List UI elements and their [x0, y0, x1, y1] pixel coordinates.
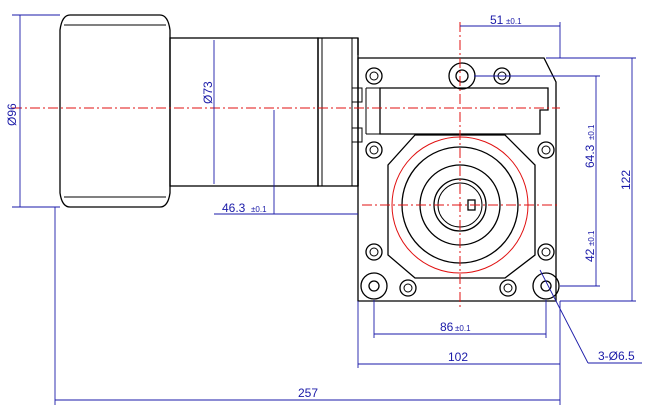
- height-total-label: 122: [619, 170, 633, 190]
- output-housing: [387, 134, 536, 279]
- overall-length-label: 257: [298, 386, 318, 400]
- dim-top-offset: 51 ±0.1: [460, 13, 561, 58]
- vertical-upper-tolerance: ±0.1: [587, 124, 596, 140]
- dim-vertical-lower: 42 ±0.1: [560, 205, 600, 287]
- dim-offset: 46.3 ±0.1: [214, 110, 358, 215]
- gearbox-width-label: 102: [448, 350, 468, 364]
- dim-gearbox-width: 102: [357, 301, 561, 368]
- dim-overall-length: 257: [54, 207, 561, 405]
- gearbox-body: [357, 57, 557, 302]
- motor-housing: [169, 37, 363, 187]
- offset-label: 46.3: [222, 201, 246, 215]
- dim-shaft-housing-diameter: Ø73: [201, 40, 215, 184]
- center-lines: [12, 22, 560, 310]
- dim-vertical-upper: 64.3 ±0.1: [474, 75, 600, 205]
- dim-motor-diameter: Ø96: [5, 14, 60, 208]
- dim-hole-spacing: 86 ±0.1: [373, 300, 547, 338]
- vertical-upper-label: 64.3: [583, 144, 597, 168]
- dim-height-total: 122: [546, 57, 636, 302]
- vertical-lower-label: 42: [583, 248, 597, 262]
- motor-body: [59, 14, 171, 208]
- vertical-lower-tolerance: ±0.1: [587, 230, 596, 246]
- hole-spacing-tolerance: ±0.1: [455, 324, 471, 333]
- top-offset-tolerance: ±0.1: [506, 17, 522, 26]
- holes-note-leader: 3-Ø6.5: [539, 269, 642, 364]
- hole-spacing-label: 86: [440, 320, 454, 334]
- shaft-housing-diameter-label: Ø73: [201, 81, 215, 104]
- offset-tolerance: ±0.1: [251, 205, 267, 214]
- motor-diameter-label: Ø96: [5, 103, 19, 126]
- top-offset-label: 51: [490, 13, 504, 27]
- holes-note-label: 3-Ø6.5: [598, 349, 635, 363]
